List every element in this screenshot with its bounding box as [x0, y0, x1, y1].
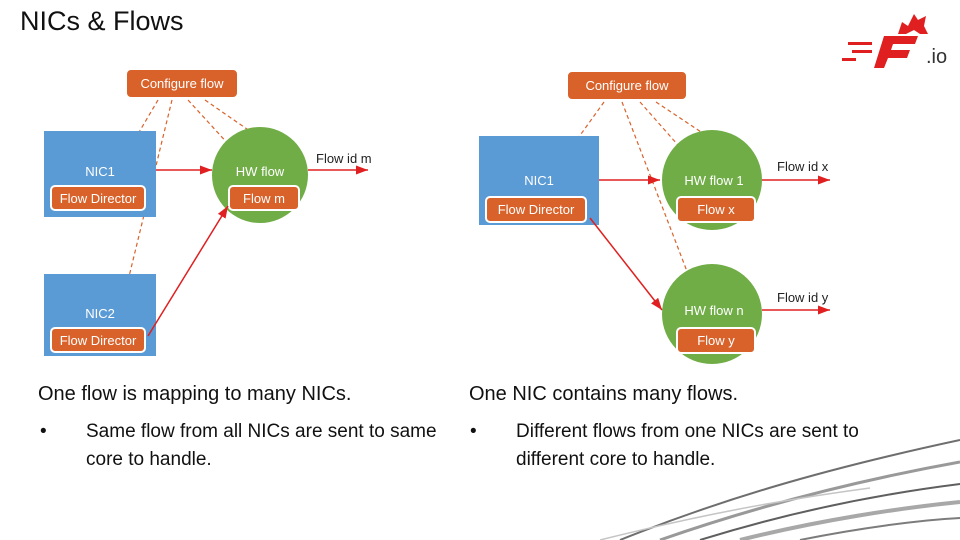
decorative-swoosh [599, 439, 960, 540]
flow-director-label: Flow Director [60, 191, 137, 206]
bullet-icon: • [470, 421, 477, 442]
configure-flow-label: Configure flow [140, 76, 224, 91]
nic1-label: NIC1 [524, 173, 554, 188]
nic2-box: NIC2 Flow Director [44, 274, 156, 356]
hw-flow-node: HW flow Flow m [212, 127, 308, 223]
flow-id-y-label: Flow id y [777, 290, 829, 305]
configure-flow-label: Configure flow [585, 78, 669, 93]
flow-director-label: Flow Director [498, 202, 575, 217]
logo-text: .io [926, 46, 948, 68]
config-link [621, 101, 699, 301]
nic2-to-flow-arrow [147, 205, 229, 337]
flow-director-label: Flow Director [60, 333, 137, 348]
nic1-label: NIC1 [85, 164, 115, 179]
company-logo: .io [840, 12, 955, 72]
right-heading: One NIC contains many flows. [469, 383, 738, 405]
config-link [639, 101, 701, 171]
flow-id-x-label: Flow id x [777, 159, 829, 174]
hw-flow-label: HW flow [236, 164, 285, 179]
nic2-label: NIC2 [85, 306, 115, 321]
config-link [655, 101, 717, 143]
logo-mark-icon [842, 14, 928, 68]
right-bullet: • Different flows from one NICs are sent… [470, 418, 910, 478]
hw-flow-n-label: HW flow n [684, 303, 743, 318]
slide-title: NICs & Flows [20, 6, 184, 36]
flow-box-label: Flow m [243, 191, 285, 206]
left-heading: One flow is mapping to many NICs. [38, 383, 352, 405]
left-diagram: Configure flow NIC1 Flow Director NIC2 F… [44, 68, 372, 356]
flow-id-label: Flow id m [316, 151, 372, 166]
right-diagram: Configure flow NIC1 Flow Director HW flo… [479, 70, 830, 364]
configure-flow-box: Configure flow [125, 68, 239, 99]
flow-box-label: Flow y [697, 333, 735, 348]
left-bullet: • Same flow from all NICs are sent to sa… [40, 418, 440, 478]
hw-flow-n-node: HW flow n Flow y [662, 264, 762, 364]
flow-box-label: Flow x [697, 202, 735, 217]
right-bullet-text: Different flows from one NICs are sent t… [516, 421, 859, 470]
left-bullet-text: Same flow from all NICs are sent to same… [86, 421, 437, 470]
hw-flow-1-node: HW flow 1 Flow x [662, 130, 762, 230]
bullet-icon: • [40, 421, 47, 442]
nic1-box: NIC1 Flow Director [479, 136, 599, 225]
nic-to-flow-n-arrow [589, 217, 663, 311]
hw-flow-1-label: HW flow 1 [684, 173, 743, 188]
nic1-box: NIC1 Flow Director [44, 131, 156, 217]
configure-flow-box: Configure flow [566, 70, 688, 101]
